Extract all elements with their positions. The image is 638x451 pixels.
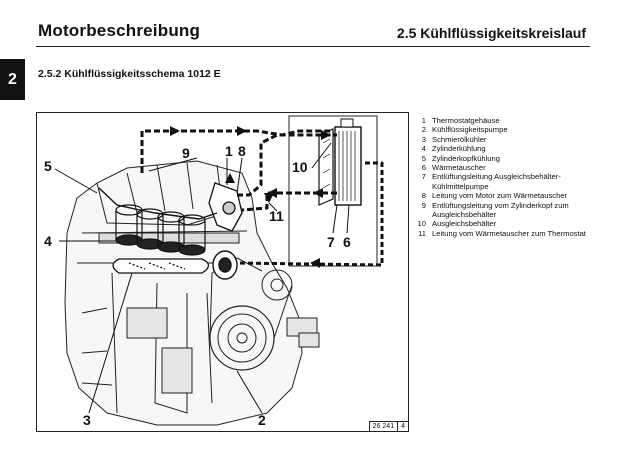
legend-item: 9 Entlüftungsleitung vom Zylinderkopf zum… (414, 201, 614, 220)
callout-10: 10 (292, 159, 308, 175)
legend-text: Zylinderkopfkühlung (432, 153, 500, 163)
legend-num: 3 (421, 134, 426, 144)
cylinder-cooling-drawing (115, 204, 206, 256)
callout-11: 11 (269, 208, 284, 224)
figure-index: 4 (397, 422, 408, 431)
oil-cooler-drawing (112, 258, 210, 274)
heat-exchanger-drawing (334, 118, 362, 206)
section-title: 2.5.2 Kühlflüssigkeitsschema 1012 E (38, 68, 221, 80)
figure-id-box: 26 241 4 (368, 421, 408, 431)
legend-item: 10 Ausgleichsbehälter (414, 219, 614, 228)
legend-num: 6 (421, 163, 426, 173)
legend-num: 5 (421, 153, 426, 163)
legend-item: 1 Thermostatgehäuse (414, 116, 614, 125)
legend-item: 6 Wärmetauscher (414, 163, 614, 172)
legend-text: Wärmetauscher (432, 163, 486, 173)
legend-text: Ausgleichsbehälter (432, 219, 497, 229)
coolant-flow-lines (140, 129, 384, 267)
legend-item: 3 Schmierölkühler (414, 135, 614, 144)
engine-diagram-frame: 1 2 3 4 5 6 7 8 9 10 11 26 241 4 (36, 112, 409, 432)
legend-item: 2 Kühlflüssigkeitspumpe (414, 125, 614, 134)
figure-legend: 1 Thermostatgehäuse 2 Kühlflüssigkeitspump… (414, 116, 614, 238)
callout-6: 6 (343, 234, 351, 250)
legend-num: 10 (417, 219, 426, 229)
legend-num: 8 (421, 191, 426, 201)
header-chapter-title: 2.5 Kühlflüssigkeitskreislauf (396, 25, 586, 41)
legend-num: 11 (418, 228, 426, 238)
legend-item: 8 Leitung vom Motor zum Wärmetauscher (414, 191, 614, 200)
legend-item: 7 Entlüftungsleitung Ausgleichsbehälter-K… (414, 172, 614, 191)
chapter-tab: 2 (0, 59, 25, 100)
legend-text: Zylinderkühlung (432, 144, 486, 154)
water-pump-drawing (212, 250, 238, 280)
legend-item: 11 Leitung vom Wärmetauscher zum Thermost… (414, 229, 614, 238)
callout-7: 7 (327, 234, 335, 250)
legend-text: Entlüftungsleitung vom Zylinderkopf zum … (432, 200, 569, 220)
legend-num: 4 (421, 144, 426, 154)
legend-text: Kühlflüssigkeitspumpe (432, 125, 508, 135)
legend-text: Entlüftungsleitung Ausgleichsbehälter-Kü… (432, 172, 561, 191)
legend-num: 9 (421, 200, 426, 210)
callout-2: 2 (258, 412, 266, 428)
legend-item: 5 Zylinderkopfkühlung (414, 154, 614, 163)
legend-text: Schmierölkühler (432, 134, 487, 144)
header-rule (36, 46, 590, 47)
cylinder-head-coolant-path (98, 187, 218, 220)
legend-num: 1 (421, 116, 426, 125)
legend-text: Leitung vom Motor zum Wärmetauscher (432, 191, 568, 201)
engine-cooling-diagram (54, 115, 384, 426)
callout-1: 1 (225, 143, 233, 159)
callout-8: 8 (238, 143, 246, 159)
callout-4: 4 (44, 233, 52, 249)
legend-text: Thermostatgehäuse (432, 116, 500, 125)
callout-9: 9 (182, 145, 190, 161)
legend-text: Leitung vom Wärmetauscher zum Thermostat (432, 228, 586, 238)
legend-num: 2 (421, 125, 426, 135)
engine-block-drawing (64, 160, 320, 426)
figure-id: 26 241 (372, 423, 395, 430)
header-section-title: Motorbeschreibung (38, 21, 201, 40)
callout-3: 3 (83, 412, 91, 428)
legend-num: 7 (421, 172, 426, 182)
flow-arrows (170, 126, 331, 268)
leader-lines (54, 142, 350, 414)
legend-item: 4 Zylinderkühlung (414, 144, 614, 153)
callout-5: 5 (44, 158, 52, 174)
